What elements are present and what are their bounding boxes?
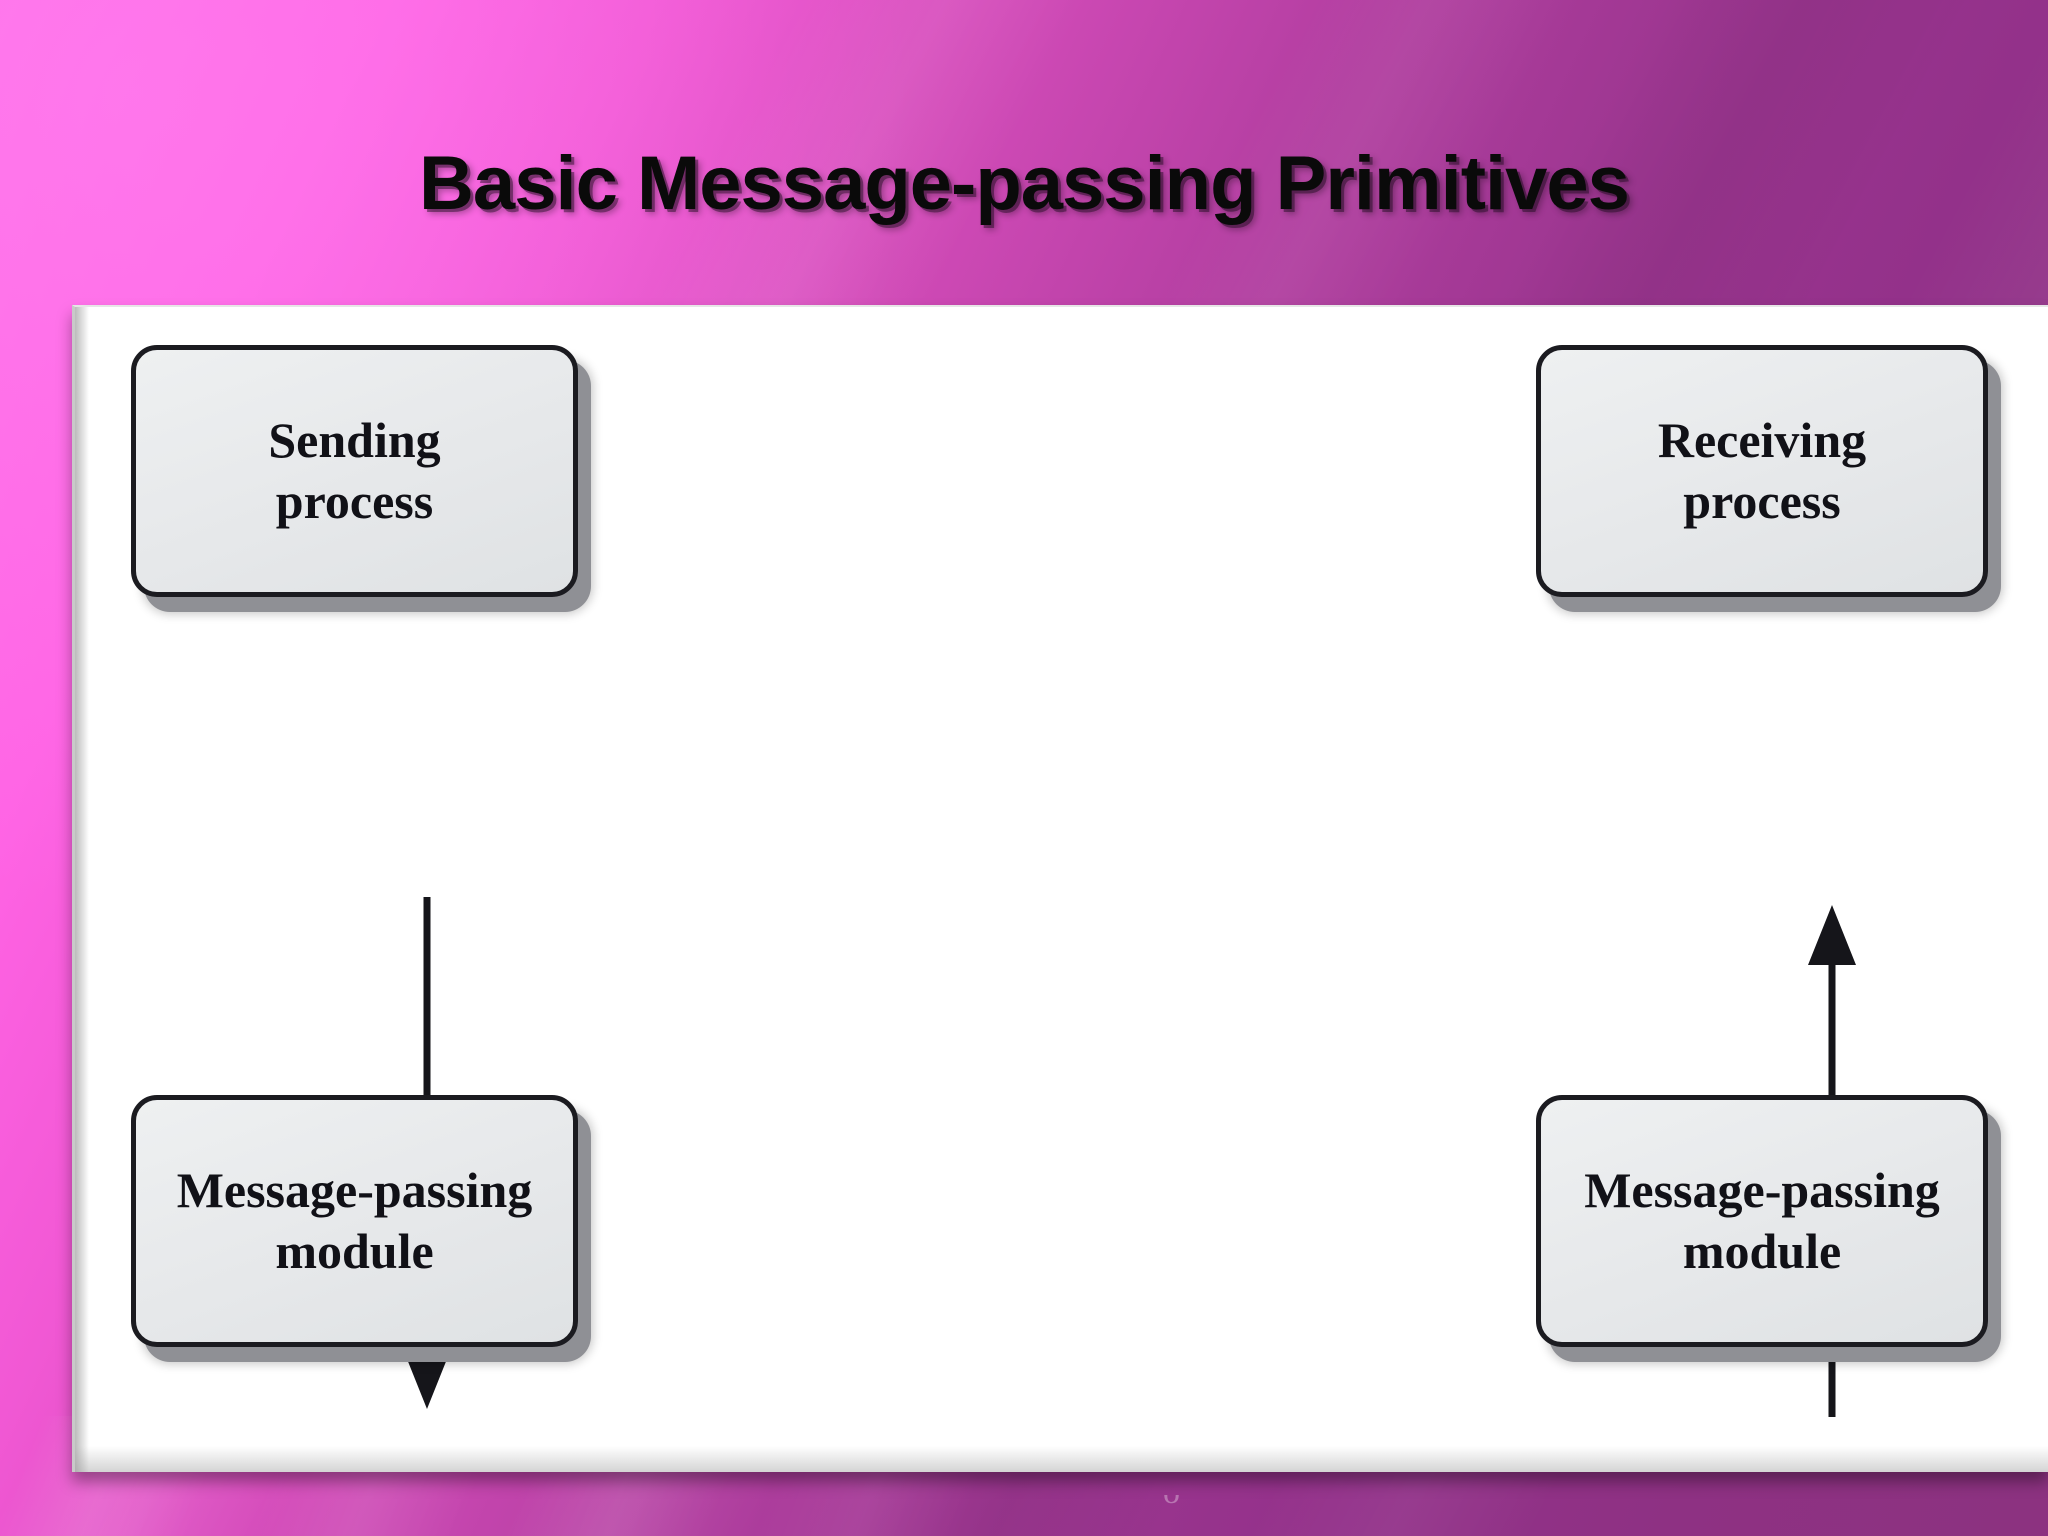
node-mpm-right-line2: module bbox=[1682, 1223, 1842, 1279]
node-sending-process[interactable]: Sending process bbox=[131, 345, 578, 597]
panel-bottom-shade bbox=[75, 1446, 2048, 1472]
node-mpm-right-line1: Message-passing bbox=[1584, 1162, 1940, 1218]
node-sending-process-line2: process bbox=[275, 473, 434, 529]
node-receiving-process[interactable]: Receiving process bbox=[1536, 345, 1988, 597]
footer-glyph: ᴗ bbox=[1163, 1474, 1180, 1511]
diagram-panel: Sending process Message-passing module R… bbox=[72, 305, 2048, 1472]
node-receiving-process-line2: process bbox=[1683, 473, 1841, 529]
node-receiving-process-line1: Receiving bbox=[1657, 412, 1867, 468]
node-sending-process-line1: Sending bbox=[268, 412, 441, 468]
node-mpm-left-line1: Message-passing bbox=[176, 1162, 533, 1218]
node-message-passing-module-left[interactable]: Message-passing module bbox=[131, 1095, 578, 1347]
node-mpm-left-line2: module bbox=[275, 1223, 434, 1279]
slide-title: Basic Message-passing Primitives bbox=[419, 141, 1630, 226]
panel-left-shadow bbox=[75, 307, 89, 1472]
node-message-passing-module-right[interactable]: Message-passing module bbox=[1536, 1095, 1988, 1347]
